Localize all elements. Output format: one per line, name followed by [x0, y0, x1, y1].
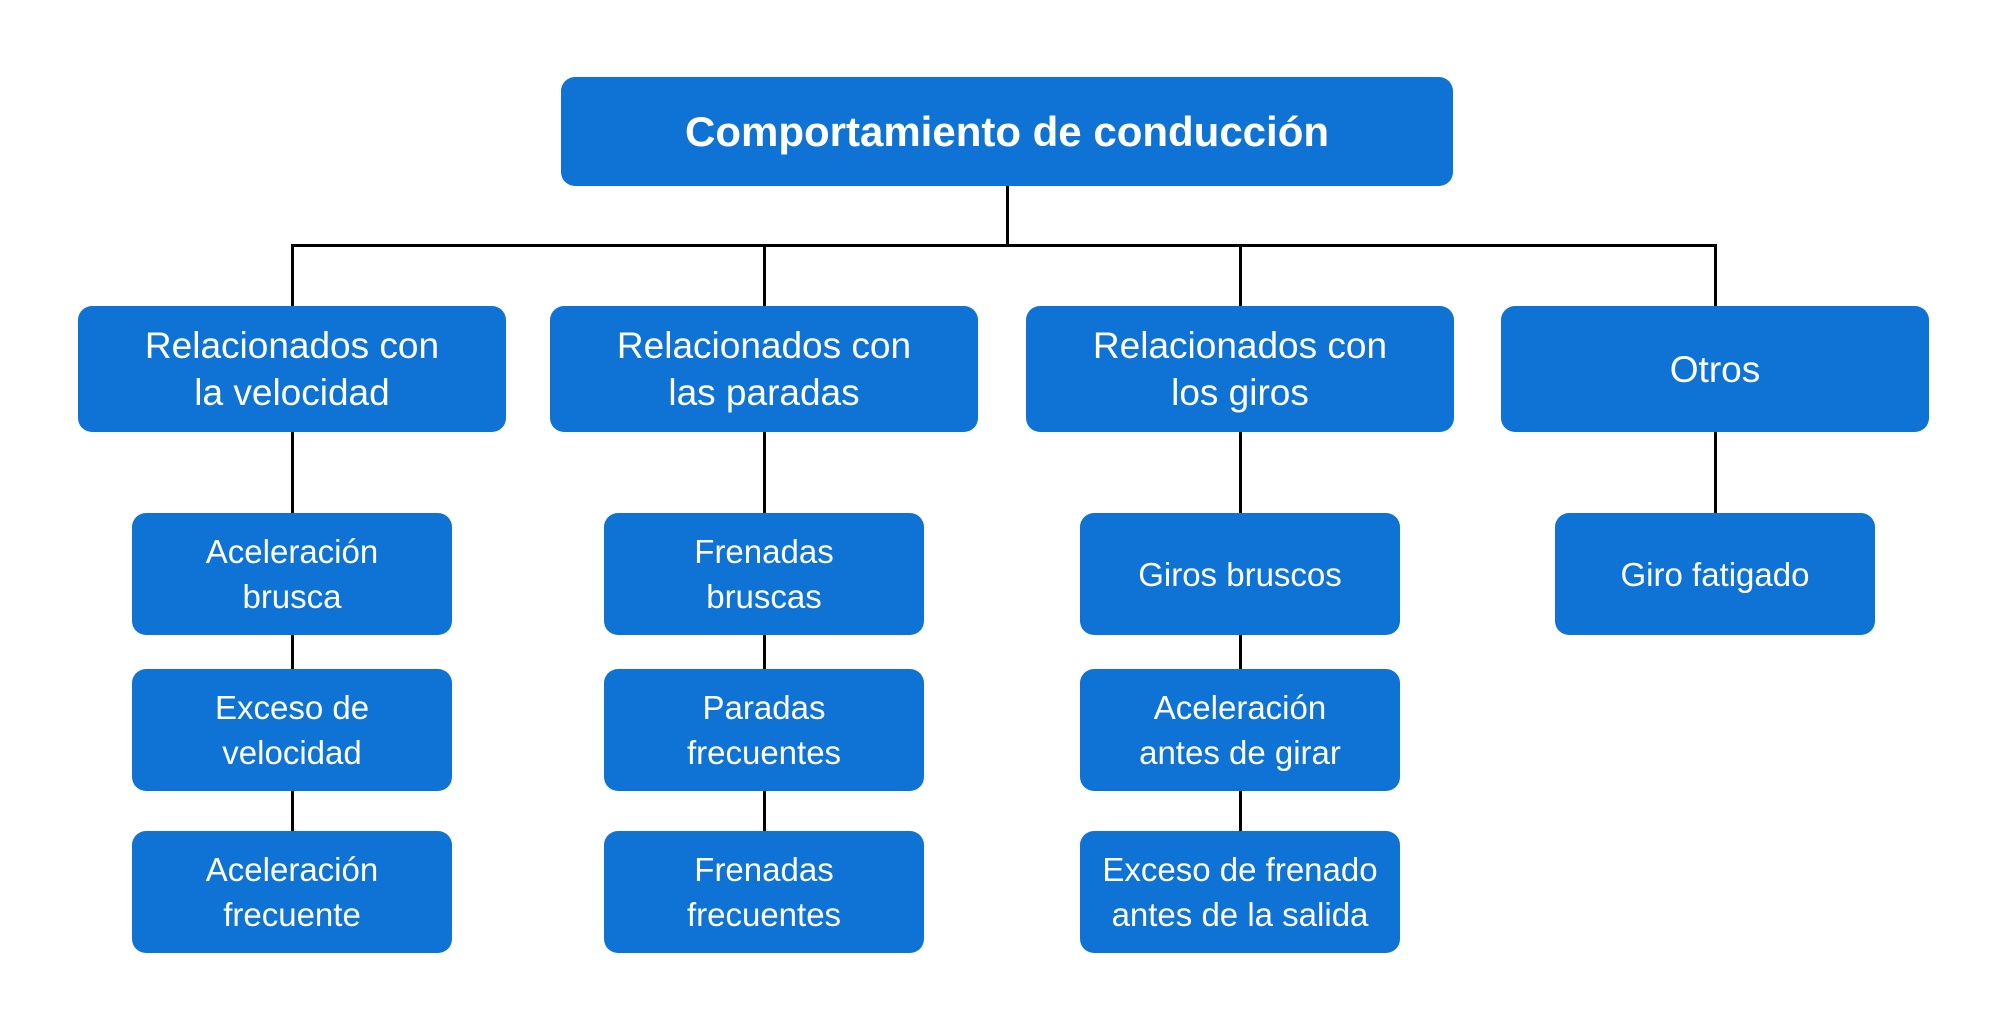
- leaf-label-line: Giro fatigado: [1620, 555, 1810, 593]
- connector-col3-seg3: [1238, 791, 1242, 831]
- leaf-label-line: antes de la salida: [1111, 896, 1369, 933]
- connector-col3-seg2: [1238, 635, 1242, 669]
- leaf-label-line: frecuentes: [686, 896, 842, 933]
- branch-label-line: Relacionados con: [616, 325, 912, 366]
- branch-label-line: los giros: [1171, 372, 1309, 413]
- leaf-label-line: Exceso de: [214, 689, 370, 726]
- connector-col2-seg2: [762, 635, 766, 669]
- node-leaf-giros-bruscos: Giros bruscos: [1080, 513, 1400, 635]
- node-leaf-aceleracion-brusca: Aceleración brusca: [132, 513, 452, 635]
- connector-col1-seg3: [290, 791, 294, 831]
- node-branch-giros: Relacionados con los giros: [1026, 306, 1454, 432]
- node-branch-velocidad: Relacionados con la velocidad: [78, 306, 506, 432]
- node-leaf-exceso-velocidad: Exceso de velocidad: [132, 669, 452, 791]
- branch-label-line: las paradas: [668, 372, 860, 413]
- leaf-label-line: Aceleración: [205, 533, 379, 570]
- node-leaf-aceleracion-frecuente: Aceleración frecuente: [132, 831, 452, 953]
- connector-root-trunk: [1005, 186, 1009, 244]
- leaf-label-line: Aceleración: [1153, 689, 1327, 726]
- connector-col1-seg1: [290, 432, 294, 513]
- node-leaf-aceleracion-antes-girar: Aceleración antes de girar: [1080, 669, 1400, 791]
- connector-drop-paradas: [762, 244, 766, 306]
- connector-drop-velocidad: [290, 244, 294, 306]
- leaf-label-line: Aceleración: [205, 851, 379, 888]
- node-branch-otros: Otros: [1501, 306, 1929, 432]
- leaf-label-line: antes de girar: [1139, 734, 1341, 771]
- leaf-label-line: frecuente: [223, 896, 361, 933]
- leaf-label-line: Frenadas: [694, 851, 834, 888]
- leaf-label-line: velocidad: [222, 734, 362, 771]
- leaf-label-line: Paradas: [702, 689, 826, 726]
- connector-drop-giros: [1238, 244, 1242, 306]
- branch-label-line: Relacionados con: [1092, 325, 1388, 366]
- node-leaf-giro-fatigado: Giro fatigado: [1555, 513, 1875, 635]
- connector-col2-seg1: [762, 432, 766, 513]
- node-branch-paradas: Relacionados con las paradas: [550, 306, 978, 432]
- leaf-label-line: Giros bruscos: [1138, 555, 1342, 593]
- leaf-label-line: brusca: [242, 578, 342, 615]
- connector-col2-seg3: [762, 791, 766, 831]
- node-leaf-frenadas-frecuentes: Frenadas frecuentes: [604, 831, 924, 953]
- connector-col1-seg2: [290, 635, 294, 669]
- node-root: Comportamiento de conducción: [561, 77, 1453, 186]
- node-leaf-exceso-frenado-salida: Exceso de frenado antes de la salida: [1080, 831, 1400, 953]
- leaf-label-line: Exceso de frenado: [1102, 851, 1378, 888]
- connector-col3-seg1: [1238, 432, 1242, 513]
- node-leaf-paradas-frecuentes: Paradas frecuentes: [604, 669, 924, 791]
- leaf-label-line: bruscas: [706, 578, 822, 615]
- branch-label-line: la velocidad: [194, 372, 390, 413]
- leaf-label-line: Frenadas: [694, 533, 834, 570]
- connector-horizontal-bus: [290, 244, 1717, 247]
- connector-drop-otros: [1713, 244, 1717, 306]
- branch-label-line: Otros: [1669, 348, 1761, 390]
- branch-label-line: Relacionados con: [144, 325, 440, 366]
- node-leaf-frenadas-bruscas: Frenadas bruscas: [604, 513, 924, 635]
- leaf-label-line: frecuentes: [686, 734, 842, 771]
- node-root-label: Comportamiento de conducción: [684, 107, 1330, 155]
- connector-col4-seg1: [1713, 432, 1717, 513]
